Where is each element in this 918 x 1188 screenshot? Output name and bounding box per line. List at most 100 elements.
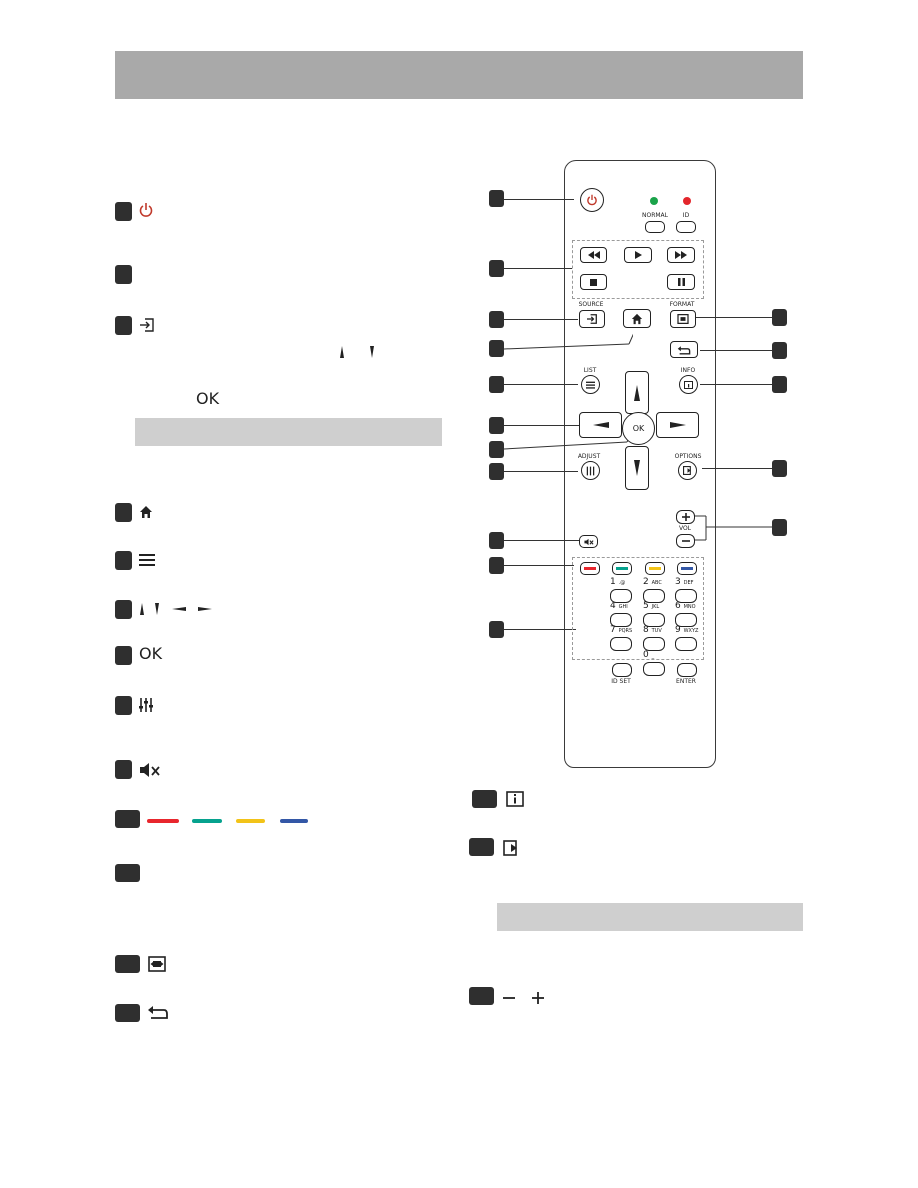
ok-button[interactable]: OK (622, 412, 655, 445)
numkey-cap (675, 637, 697, 651)
green-key-stripe (616, 567, 628, 570)
volume-minus-plus-icons (503, 992, 544, 1004)
home-icon (631, 313, 643, 324)
volume-up-button[interactable] (676, 510, 695, 524)
fast-forward-button[interactable] (667, 247, 695, 263)
numkey-9[interactable]: 9 WXYZ (675, 625, 700, 651)
numkey-letters: PQRS (618, 628, 633, 634)
numkey-5[interactable]: 5 JKL (643, 601, 668, 627)
adjust-icon (586, 466, 595, 475)
numkey-8[interactable]: 8 TUV (643, 625, 668, 651)
leader-line (504, 540, 580, 541)
numkey-digit: 4 (610, 601, 616, 611)
pause-icon (677, 278, 685, 286)
enter-button[interactable] (677, 663, 697, 677)
rewind-button[interactable] (580, 247, 607, 263)
callout-badge (772, 460, 787, 477)
up-button[interactable] (625, 371, 649, 414)
numkey-3[interactable]: 3 DEF (675, 577, 700, 603)
numkey-digit: 8 (643, 625, 649, 635)
adjust-button[interactable] (581, 461, 600, 480)
leader-line (700, 350, 772, 351)
remote-normal-button[interactable] (645, 221, 665, 233)
id-label: ID (682, 212, 690, 219)
numkey-cap (610, 637, 632, 651)
mute-icon (583, 538, 594, 545)
numkey-7[interactable]: 7 PQRS (610, 625, 635, 651)
numkey-letters: ABC (651, 580, 662, 586)
callout-badge (489, 463, 504, 480)
green-key-swatch (192, 819, 222, 823)
red-key[interactable] (580, 562, 600, 575)
power-icon (587, 194, 597, 206)
play-button[interactable] (624, 247, 652, 263)
numkey-2[interactable]: 2 ABC (643, 577, 668, 603)
format-button[interactable] (670, 310, 696, 328)
numkey-1[interactable]: 1 .@ (610, 577, 635, 603)
numkey-0[interactable]: 0 _ (643, 650, 668, 676)
blue-key[interactable] (677, 562, 697, 575)
remote-power-button[interactable] (580, 188, 604, 212)
right-button[interactable] (656, 412, 699, 438)
numkey-digit: 2 (643, 577, 649, 587)
down-button[interactable] (625, 446, 649, 490)
keypad-group (572, 557, 704, 660)
vol-label: VOL (678, 525, 692, 532)
options-icon (683, 466, 691, 475)
numkey-4[interactable]: 4 GHI (610, 601, 635, 627)
remote-id-button[interactable] (676, 221, 696, 233)
callout-badge (489, 417, 504, 434)
adjust-label: ADJUST (577, 453, 601, 460)
leader-line (696, 317, 772, 318)
callout-badge (489, 376, 504, 393)
numkey-digit: 9 (675, 625, 681, 635)
pause-button[interactable] (667, 274, 695, 290)
home-button[interactable] (623, 309, 651, 328)
callout-badge (772, 519, 787, 536)
mute-icon (140, 763, 160, 777)
numkey-digit: 6 (675, 601, 681, 611)
rewind-icon (587, 251, 600, 259)
format-icon (677, 314, 689, 324)
numkey-cap (610, 613, 632, 627)
up-arrow-icon (634, 384, 640, 401)
leader-line (700, 384, 772, 385)
yellow-key[interactable] (645, 562, 665, 575)
options-icon (503, 840, 517, 856)
numkey-digit: 7 (610, 625, 616, 635)
media-buttons-group (572, 240, 704, 299)
source-icon (140, 318, 154, 332)
callout-badge (772, 376, 787, 393)
options-button[interactable] (678, 461, 697, 480)
left-button[interactable] (579, 412, 622, 438)
idset-label: ID SET (611, 678, 631, 685)
legend-badge (115, 955, 140, 973)
adjust-icon (139, 698, 153, 712)
numkey-letters: WXYZ (683, 628, 699, 634)
source-button[interactable] (579, 310, 605, 328)
callout-badge (489, 190, 504, 207)
enter-label: ENTER (676, 678, 696, 685)
green-key[interactable] (612, 562, 632, 575)
legend-badge (115, 810, 140, 828)
source-label: SOURCE (578, 301, 604, 308)
down-arrow-icon (634, 460, 640, 476)
mute-button[interactable] (579, 535, 598, 548)
idset-button[interactable] (612, 663, 632, 677)
stop-button[interactable] (580, 274, 607, 290)
stop-icon (590, 278, 597, 286)
numkey-6[interactable]: 6 MNO (675, 601, 700, 627)
legend-badge (115, 1004, 140, 1022)
leader-line (504, 425, 580, 426)
options-label: OPTIONS (674, 453, 702, 460)
led-green (650, 197, 658, 205)
back-button[interactable] (670, 341, 698, 358)
legend-badge (115, 646, 132, 665)
info-button[interactable] (679, 375, 698, 394)
numkey-digit: 1 (610, 577, 616, 587)
legend-badge (115, 316, 132, 335)
volume-down-button[interactable] (676, 534, 695, 548)
list-button[interactable] (581, 375, 600, 394)
numkey-letters: JKL (651, 604, 660, 610)
numkey-letters: TUV (651, 628, 662, 634)
